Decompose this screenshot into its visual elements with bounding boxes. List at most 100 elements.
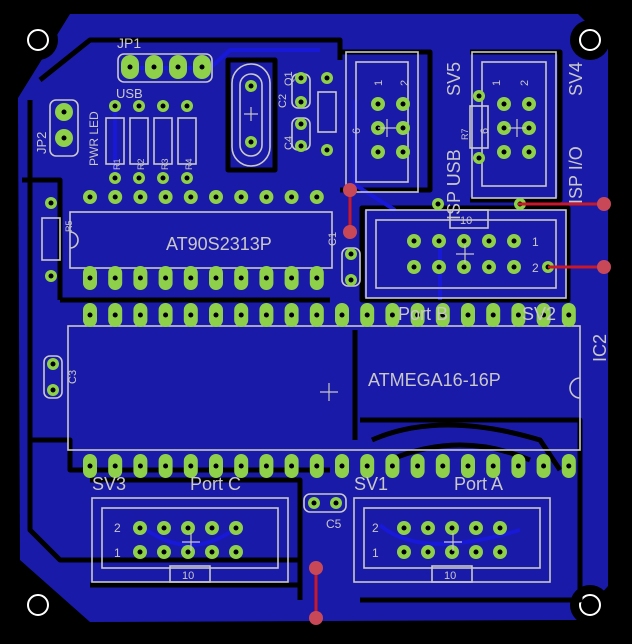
c3-body <box>43 355 63 399</box>
label-r4: R4 <box>184 158 194 170</box>
sv3-key-label: 10 <box>182 570 194 582</box>
sv1-pad-9-hole <box>473 549 479 555</box>
ic2-pad-top-5-hole <box>188 312 194 318</box>
label-r1: R1 <box>112 158 122 170</box>
label-ic1: AT90S2313P <box>166 234 272 254</box>
ic1-pad-bottom-6-hole <box>213 275 219 281</box>
ic2-pad-bottom-13-hole <box>389 463 395 469</box>
sv5-pad-1-hole <box>375 101 381 107</box>
c4-pad-2-hole <box>298 99 304 105</box>
sv2-pin2: 2 <box>532 261 539 275</box>
wire-pad-4 <box>309 611 323 625</box>
ic1-pad-bottom-10-hole <box>314 275 320 281</box>
ic2-pad-top-13-hole <box>389 312 395 318</box>
r7-pad-bottom-hole <box>476 155 482 161</box>
wire-pad-5 <box>343 183 357 197</box>
label-ic2-ref: IC2 <box>590 334 610 362</box>
ic1-pad-top-10-hole <box>314 194 320 200</box>
ic2-pad-top-2-hole <box>112 312 118 318</box>
ic2-pad-top-18-hole <box>515 312 521 318</box>
ic2-pad-bottom-18-hole <box>515 463 521 469</box>
sv3-inner <box>101 507 279 569</box>
crystal-pad-1-hole <box>248 83 254 89</box>
ic2-notch <box>569 377 581 399</box>
sv4-pad-6-hole <box>526 149 532 155</box>
sv2-pad-1-hole <box>411 238 417 244</box>
wire-pad-2 <box>597 260 611 274</box>
sv1-pad-1-hole <box>401 525 407 531</box>
r1-pad-top-hole <box>112 103 118 109</box>
label-jp2: JP2 <box>34 132 49 154</box>
ic1-pad-bottom-2-hole <box>112 275 118 281</box>
sv2-pad-8-hole <box>461 264 467 270</box>
ic2-pad-bottom-16-hole <box>465 463 471 469</box>
sv2-pad-9-hole <box>486 264 492 270</box>
sv3-key <box>169 565 211 583</box>
sv5-pad-2-hole <box>400 101 406 107</box>
label-isp-io: ISP I/O <box>566 146 586 204</box>
sv4-center-mark <box>508 119 526 137</box>
ic2-pad-top-6-hole <box>213 312 219 318</box>
ic2-pad-top-1-hole <box>87 312 93 318</box>
r3-pad-top-hole <box>160 103 166 109</box>
c1-pad-1-hole <box>348 251 354 257</box>
ic2-pad-top-7-hole <box>238 312 244 318</box>
sv1-key <box>431 565 473 583</box>
sv1-inner <box>363 507 541 569</box>
sv3-pad-6-hole <box>137 549 143 555</box>
sv2-pad-7-hole <box>436 264 442 270</box>
c5-body <box>303 493 347 513</box>
label-r7: R7 <box>460 128 470 140</box>
r1-body <box>105 117 125 165</box>
jp1-pad-1-hole <box>127 64 133 70</box>
sv3-pad-10-hole <box>233 549 239 555</box>
c3-pad-1-hole <box>50 361 56 367</box>
sv2-pad-3-hole <box>461 238 467 244</box>
ic1-pad-bottom-8-hole <box>263 275 269 281</box>
ic2-pad-top-12-hole <box>364 312 370 318</box>
led-pad-1-hole <box>324 75 330 81</box>
jp1-pad-2-hole <box>151 64 157 70</box>
label-sv3: SV3 <box>92 474 126 494</box>
ic2-pad-bottom-5-hole <box>188 463 194 469</box>
sv1-pin2: 2 <box>372 521 379 535</box>
gap-portb <box>359 205 571 303</box>
label-sv1: SV1 <box>354 474 388 494</box>
r5-pad-top-hole <box>48 200 54 206</box>
r4-pad-bottom-hole <box>184 175 190 181</box>
ic2-pad-bottom-9-hole <box>289 463 295 469</box>
label-port-c: Port C <box>190 474 241 494</box>
sv1-pad-4-hole <box>473 525 479 531</box>
r5-body <box>41 217 61 261</box>
ic1-pad-top-9-hole <box>289 194 295 200</box>
c5-pad-1-hole <box>311 500 317 506</box>
sv5-pad-6-hole <box>400 149 406 155</box>
ic2-pad-bottom-19-hole <box>541 463 547 469</box>
label-ic2: ATMEGA16-16P <box>368 370 501 390</box>
sv3-pad-8-hole <box>185 549 191 555</box>
r3-pad-bottom-hole <box>160 175 166 181</box>
center-marks <box>182 107 526 551</box>
label-usb: USB <box>116 86 143 101</box>
sv4-pad-1-hole <box>501 101 507 107</box>
trace-porta-bus <box>378 523 521 546</box>
gap-bottom-right <box>360 417 583 603</box>
sv1-pad-8-hole <box>449 549 455 555</box>
sv2-key-label: 10 <box>460 215 472 227</box>
sv1-key-label: 10 <box>444 570 456 582</box>
label-sv4: SV4 <box>566 62 586 96</box>
ic1-pad-top-8-hole <box>263 194 269 200</box>
gap-porta-ring1 <box>370 422 563 472</box>
ic1-pad-top-6-hole <box>213 194 219 200</box>
mounting-hole-bl <box>18 585 58 625</box>
ic2-pad-top-17-hole <box>490 312 496 318</box>
wire-pad-1 <box>597 197 611 211</box>
ic2-pad-top-10-hole <box>314 312 320 318</box>
mounting-hole-ring-tr <box>579 29 601 51</box>
wire-pads <box>309 183 611 625</box>
ic2-pad-top-14-hole <box>415 312 421 318</box>
sv2-pad-2-hole <box>436 238 442 244</box>
ic2-pad-top-19-hole <box>541 312 547 318</box>
c5-pad-2-hole <box>333 500 339 506</box>
ic1-pad-top-2-hole <box>112 194 118 200</box>
